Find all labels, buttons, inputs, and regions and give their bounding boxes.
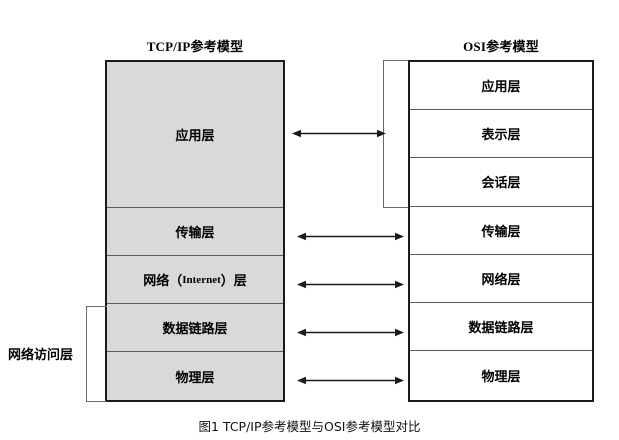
osi-layer-label: 应用层 (481, 79, 521, 95)
osi-layer-stack: 应用层 表示层 会话层 传输层 网络层 数据链路层 物理层 (408, 60, 594, 402)
osi-layer-transport: 传输层 (410, 207, 592, 255)
tcpip-layer-transport: 传输层 (107, 208, 283, 256)
network-access-label: 网络访问层 (8, 347, 74, 362)
tcpip-layer-label-internet: Internet (182, 273, 221, 286)
tcpip-column-title: TCP/IP参考模型 (146, 39, 244, 54)
double-arrow-icon (297, 328, 404, 337)
tcpip-layer-internet: 网络（Internet）层 (107, 256, 283, 304)
osi-layer-network: 网络层 (410, 255, 592, 303)
double-arrow-icon (297, 280, 404, 289)
tcpip-layer-datalink: 数据链路层 (107, 304, 283, 352)
double-arrow-icon (292, 129, 386, 138)
tcpip-layer-stack: 应用层 传输层 网络（Internet）层 数据链路层 物理层 (105, 60, 285, 402)
osi-layer-physical: 物理层 (410, 351, 592, 399)
tcpip-layer-label: 数据链路层 (162, 321, 228, 336)
osi-layer-label: 会话层 (481, 175, 521, 191)
tcpip-layer-label-prefix: 网络（ (143, 273, 183, 288)
osi-layer-label: 数据链路层 (468, 320, 534, 336)
osi-upper-layers-bracket (383, 60, 409, 208)
network-access-bracket (86, 306, 107, 402)
double-arrow-icon (297, 232, 404, 241)
tcpip-layer-label: 应用层 (175, 128, 215, 143)
tcpip-layer-label: 传输层 (175, 225, 215, 240)
figure-caption: 图1 TCP/IP参考模型与OSI参考模型对比 (198, 419, 421, 434)
tcpip-layer-label-suffix: ）层 (220, 273, 247, 288)
osi-layer-presentation: 表示层 (410, 110, 592, 159)
osi-layer-label: 物理层 (481, 368, 521, 384)
double-arrow-icon (297, 376, 404, 385)
osi-layer-application: 应用层 (410, 62, 592, 111)
osi-layer-datalink: 数据链路层 (410, 303, 592, 352)
tcpip-layer-label: 物理层 (175, 369, 215, 385)
osi-layer-label: 表示层 (481, 127, 521, 143)
osi-layer-label: 传输层 (481, 223, 521, 239)
tcpip-layer-physical: 物理层 (107, 352, 283, 400)
osi-layer-session: 会话层 (410, 158, 592, 207)
osi-layer-label: 网络层 (481, 271, 521, 287)
tcpip-layer-application: 应用层 (107, 62, 283, 208)
osi-column-title: OSI参考模型 (463, 39, 539, 54)
